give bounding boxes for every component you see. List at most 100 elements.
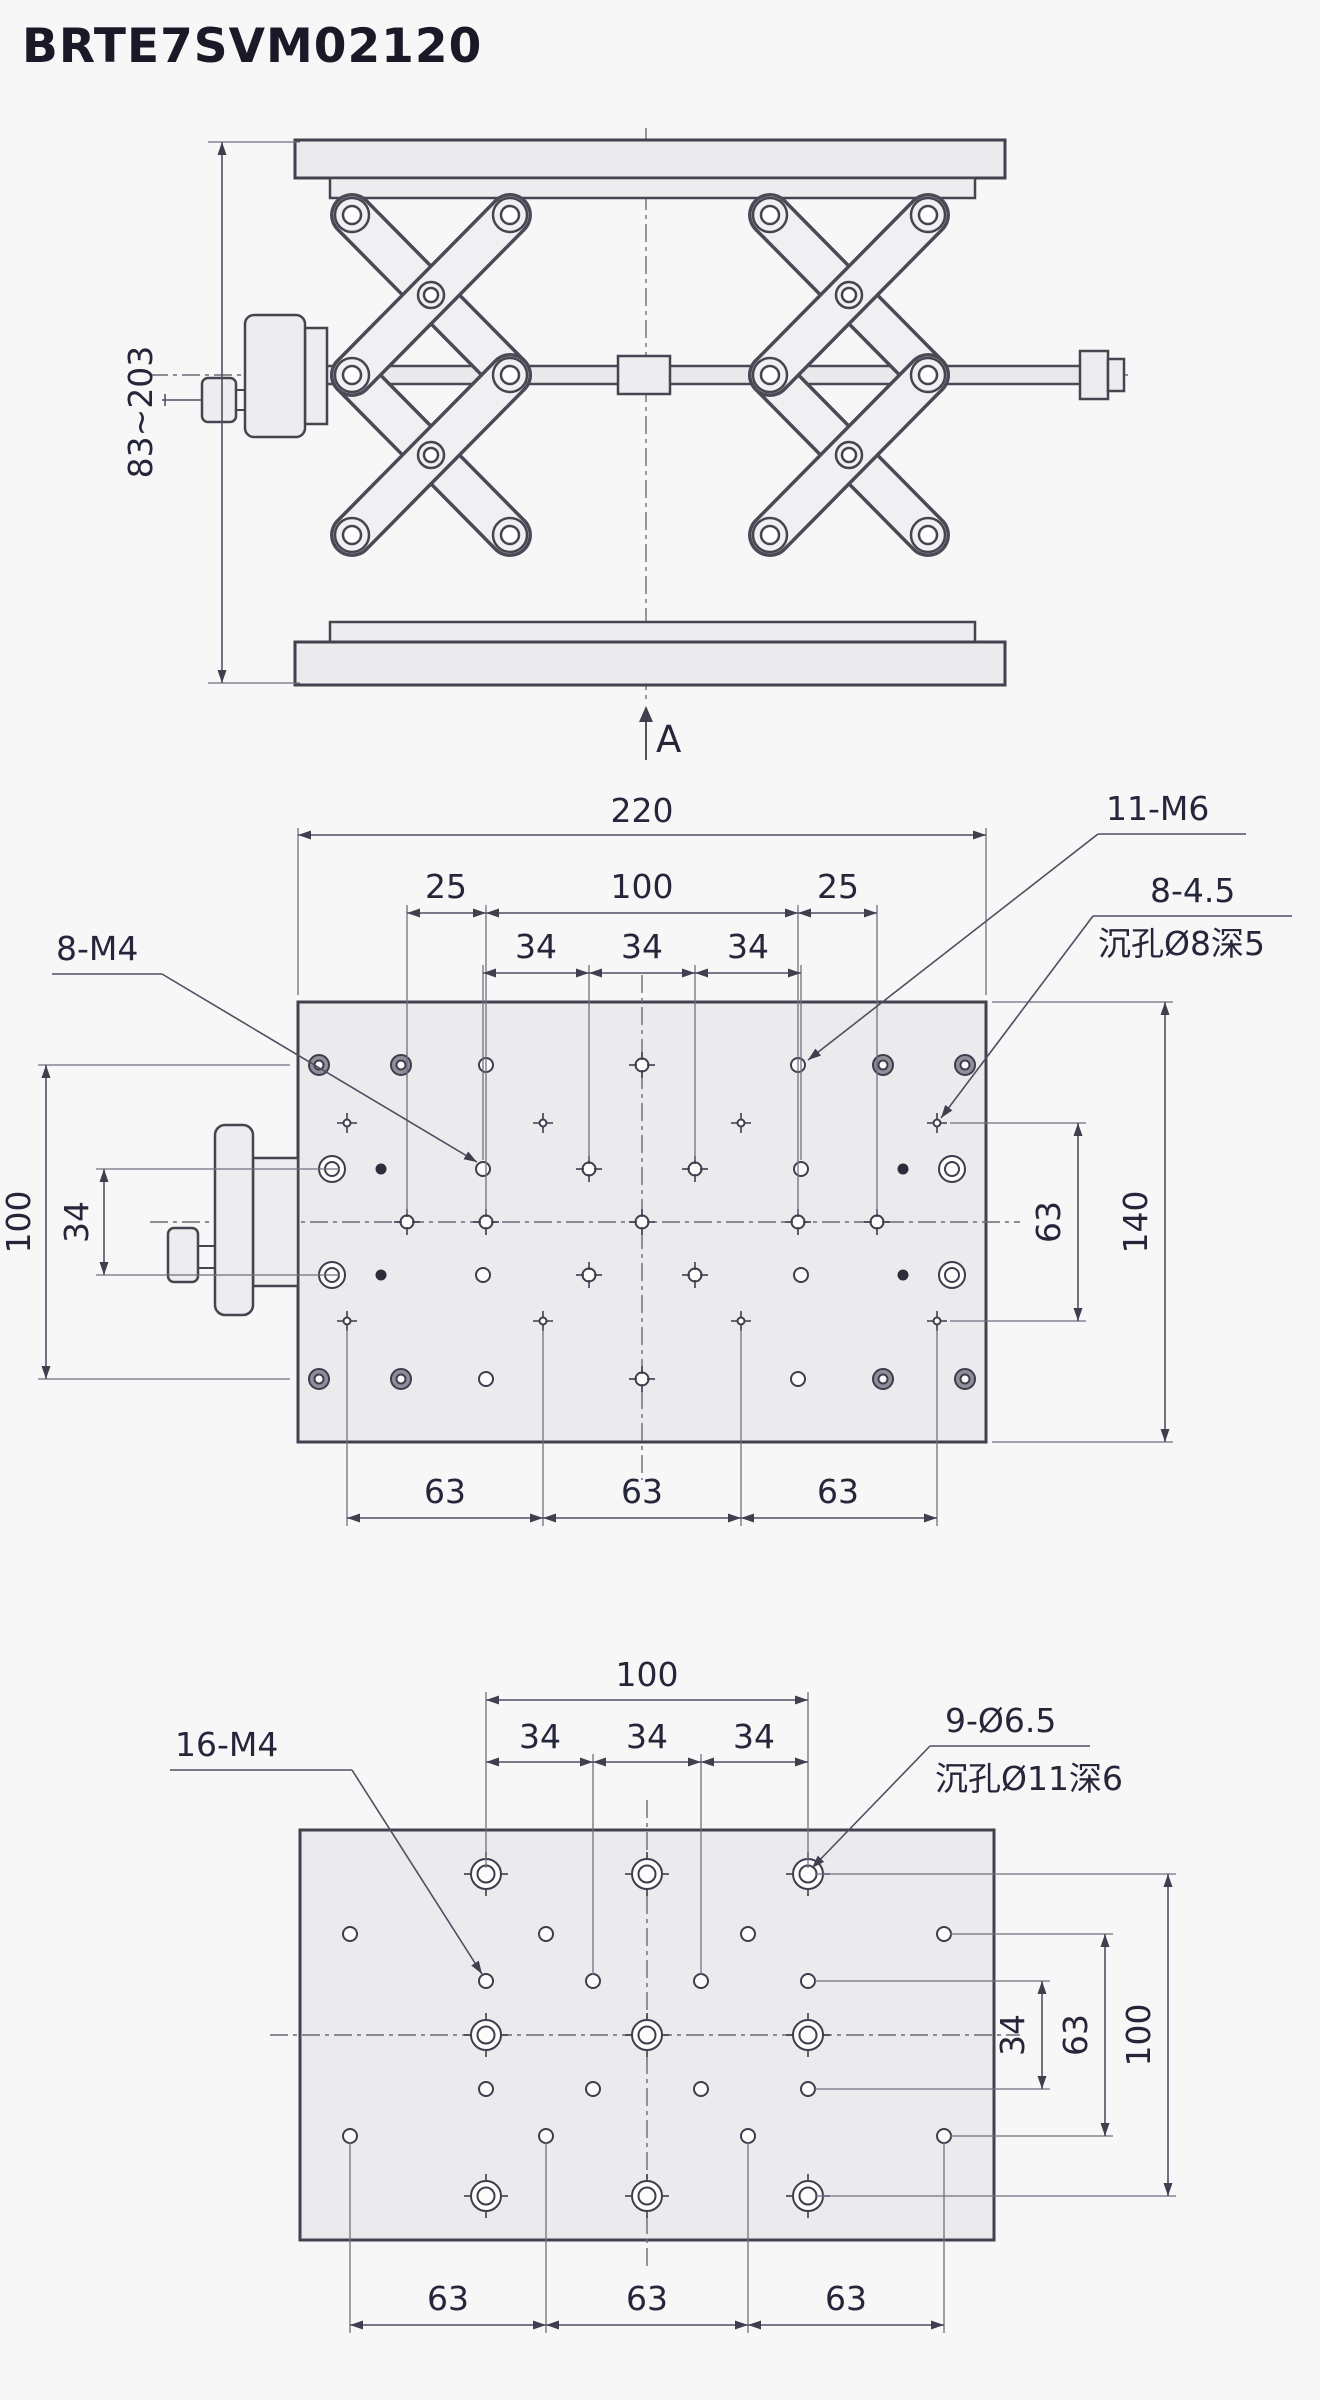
svg-text:100: 100 bbox=[611, 867, 674, 906]
hole-small bbox=[740, 2128, 756, 2144]
drawing-title: BRTE7SVM02120 bbox=[22, 19, 482, 74]
side-bottom-plate bbox=[293, 640, 1007, 687]
hole-diamond bbox=[682, 1262, 708, 1288]
hole-small bbox=[793, 1161, 809, 1177]
hole-cb2 bbox=[625, 2174, 669, 2218]
hole-small bbox=[538, 1926, 554, 1942]
svg-text:100: 100 bbox=[1119, 2004, 1158, 2067]
knob-flange bbox=[243, 313, 307, 439]
hole-dark bbox=[872, 1054, 894, 1076]
hole-diamond bbox=[629, 1209, 655, 1235]
svg-text:34: 34 bbox=[626, 1717, 668, 1756]
svg-text:34: 34 bbox=[515, 927, 557, 966]
hole-small bbox=[475, 1161, 491, 1177]
knob-small-top bbox=[166, 1226, 200, 1284]
svg-text:34: 34 bbox=[621, 927, 663, 966]
hole-small bbox=[936, 2128, 952, 2144]
hole-small bbox=[800, 1973, 816, 1989]
label-16-m4: 16-M4 bbox=[175, 1725, 278, 1764]
hole-small bbox=[800, 2081, 816, 2097]
svg-text:63: 63 bbox=[427, 2279, 469, 2318]
hole-small bbox=[793, 1267, 809, 1283]
hole-cross bbox=[927, 1113, 947, 1133]
hole-small bbox=[478, 2081, 494, 2097]
svg-text:63: 63 bbox=[1056, 2014, 1095, 2056]
hole-dark bbox=[390, 1054, 412, 1076]
hole-dark bbox=[954, 1054, 976, 1076]
knob-flange-top bbox=[213, 1123, 255, 1317]
screw-nut-block bbox=[616, 354, 672, 396]
hole-small bbox=[585, 1973, 601, 1989]
svg-text:220: 220 bbox=[611, 791, 674, 830]
hole-cb2 bbox=[625, 1852, 669, 1896]
hole-diamond bbox=[394, 1209, 420, 1235]
top-view-labels: 11-M6 8-4.5 沉孔Ø8深5 8-M4 bbox=[52, 789, 1292, 1163]
adjust-knob-top bbox=[166, 1123, 300, 1317]
hole-diamond bbox=[473, 1209, 499, 1235]
hole-small bbox=[475, 1267, 491, 1283]
hole-small bbox=[478, 1371, 494, 1387]
hole-cb bbox=[938, 1155, 966, 1183]
svg-text:63: 63 bbox=[424, 1472, 466, 1511]
label-counterbore-8: 沉孔Ø8深5 bbox=[1098, 924, 1265, 963]
hole-small bbox=[740, 1926, 756, 1942]
bottom-view-dimensions: 100 34 34 34 63 63 63 34 63 100 bbox=[350, 1655, 1173, 2330]
hole-cross bbox=[731, 1113, 751, 1133]
bottom-view-extension-lines bbox=[349, 1692, 1176, 2333]
side-top-plate bbox=[293, 138, 1007, 180]
knob-boss bbox=[251, 1156, 300, 1288]
bottom-view-labels: 16-M4 9-Ø6.5 沉孔Ø11深6 bbox=[170, 1701, 1123, 1975]
pivot-joints bbox=[333, 196, 947, 554]
hole-cross bbox=[337, 1113, 357, 1133]
adjust-knob-side bbox=[162, 313, 329, 439]
hole-cross bbox=[533, 1113, 553, 1133]
hole-diamond bbox=[629, 1366, 655, 1392]
svg-text:34: 34 bbox=[727, 927, 769, 966]
hole-dark bbox=[390, 1368, 412, 1390]
hole-small bbox=[936, 1926, 952, 1942]
hole-cross bbox=[337, 1311, 357, 1331]
svg-text:83~203: 83~203 bbox=[121, 346, 160, 479]
hole-diamond bbox=[576, 1156, 602, 1182]
label-counterbore-11: 沉孔Ø11深6 bbox=[935, 1759, 1123, 1798]
hole-small bbox=[693, 1973, 709, 1989]
hole-cb2 bbox=[464, 2174, 508, 2218]
hole-cross bbox=[927, 1311, 947, 1331]
hole-small bbox=[585, 2081, 601, 2097]
bottom-view: 100 34 34 34 63 63 63 34 63 100 16-M4 bbox=[170, 1655, 1176, 2333]
svg-text:A: A bbox=[656, 718, 681, 761]
side-top-rail bbox=[328, 176, 977, 200]
hole-cb2 bbox=[464, 2013, 508, 2057]
top-view: 220 25 100 25 34 34 34 63 63 63 100 34 bbox=[0, 789, 1292, 1526]
svg-text:34: 34 bbox=[993, 2014, 1032, 2056]
hole-small bbox=[478, 1973, 494, 1989]
hole-small bbox=[538, 2128, 554, 2144]
label-9-6-5: 9-Ø6.5 bbox=[945, 1701, 1056, 1740]
screw-end-bracket bbox=[1078, 349, 1110, 401]
hole-dot bbox=[375, 1269, 387, 1281]
svg-text:63: 63 bbox=[626, 2279, 668, 2318]
hole-diamond bbox=[864, 1209, 890, 1235]
svg-text:34: 34 bbox=[57, 1201, 96, 1243]
bottom-view-holes bbox=[342, 1852, 952, 2218]
label-8-m4: 8-M4 bbox=[56, 929, 138, 968]
side-bottom-rail bbox=[328, 620, 977, 644]
hole-dot bbox=[897, 1163, 909, 1175]
label-8-4-5: 8-4.5 bbox=[1150, 871, 1235, 910]
svg-text:34: 34 bbox=[733, 1717, 775, 1756]
hole-dot bbox=[375, 1163, 387, 1175]
svg-text:100: 100 bbox=[616, 1655, 679, 1694]
svg-text:63: 63 bbox=[621, 1472, 663, 1511]
side-view: 83~203 A bbox=[121, 128, 1130, 761]
hole-diamond bbox=[629, 1052, 655, 1078]
svg-text:34: 34 bbox=[519, 1717, 561, 1756]
knob-small bbox=[200, 376, 238, 424]
hole-cross bbox=[731, 1311, 751, 1331]
hole-cb2 bbox=[786, 2013, 830, 2057]
svg-text:63: 63 bbox=[1029, 1201, 1068, 1243]
hole-small bbox=[342, 1926, 358, 1942]
svg-text:63: 63 bbox=[817, 1472, 859, 1511]
hole-small bbox=[790, 1371, 806, 1387]
dim-height-range: 83~203 bbox=[121, 141, 300, 684]
